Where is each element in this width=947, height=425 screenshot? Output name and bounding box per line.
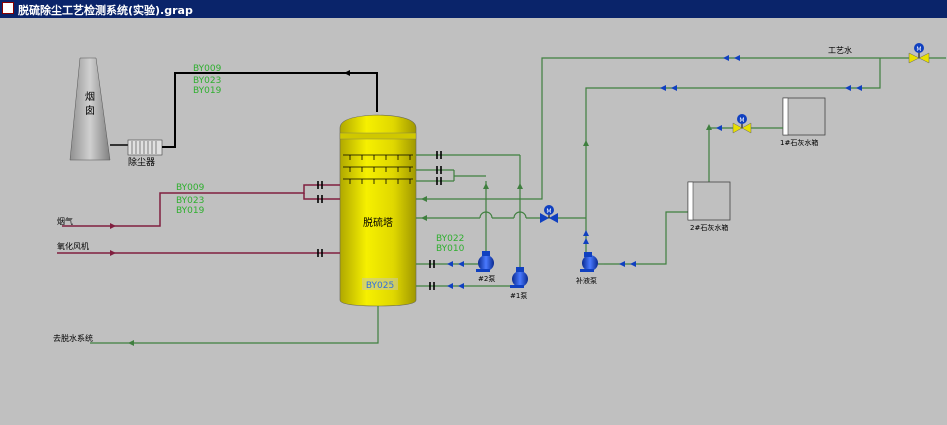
pump-2[interactable]: #2泵 xyxy=(416,251,495,283)
oxidation-fan-line xyxy=(57,250,340,256)
makeup-pump-label: 补液泵 xyxy=(576,276,597,285)
app-icon xyxy=(2,2,14,14)
motor-label-tank1: M xyxy=(739,117,744,124)
chimney-label: 烟囱 xyxy=(85,90,95,117)
process-diagram: 烟囱 除尘器 BY009 BY023 BY019 xyxy=(0,18,947,421)
flow-arrow-tank1 xyxy=(706,124,712,130)
dust-collector: 除尘器 xyxy=(110,139,163,168)
tag-inlet-0: BY009 xyxy=(176,183,205,193)
title-bar[interactable]: 脱硫除尘工艺检测系统(实验).grap xyxy=(0,0,947,18)
tag-inlet-2: BY019 xyxy=(176,206,205,216)
valve-inlet-2[interactable] xyxy=(317,195,323,203)
pump-1-label: #1泵 xyxy=(510,292,527,300)
drain-line xyxy=(90,306,379,346)
flue-pipe-top xyxy=(162,70,378,148)
valve-inlet-1[interactable] xyxy=(317,181,323,189)
tag-top-0: BY009 xyxy=(193,64,222,74)
flow-arrow-up-water xyxy=(583,140,589,146)
tag-pump-0: BY022 xyxy=(436,234,464,244)
flow-arrow-tank2 xyxy=(630,261,636,267)
flow-arrow-up-2 xyxy=(517,183,523,189)
flow-arrow-water-in xyxy=(421,196,427,202)
valve-oxidation[interactable] xyxy=(317,249,323,257)
desulfurization-tower: 脱硫塔 BY025 xyxy=(339,114,417,307)
tag-bottom: BY025 xyxy=(366,281,394,291)
spray-header-pipes xyxy=(416,154,521,272)
flue-gas-label: 烟气 xyxy=(57,216,73,226)
tag-pump-1: BY010 xyxy=(436,244,465,254)
motor-valve-top[interactable]: M xyxy=(908,43,930,64)
flow-arrow-left-mid-4 xyxy=(856,85,862,91)
flow-arrow-up-1 xyxy=(483,183,489,189)
flow-arrow-left-mid xyxy=(660,85,666,91)
tag-inlet-1: BY023 xyxy=(176,196,204,206)
oxidation-fan-label: 氧化风机 xyxy=(57,241,89,251)
lime-tank-2-label: 2#石灰水箱 xyxy=(690,223,728,232)
motor-label-mid: M xyxy=(546,208,551,215)
valve-pump-2[interactable] xyxy=(429,260,435,268)
flow-arrow-left-top-2 xyxy=(734,55,740,61)
motor-valve-mid[interactable]: M xyxy=(540,205,558,223)
lime-tank-1-label: 1#石灰水箱 xyxy=(780,138,818,147)
flow-arrow-left-top xyxy=(723,55,729,61)
process-water-label: 工艺水 xyxy=(828,45,852,55)
pump-2-label: #2泵 xyxy=(478,275,495,283)
process-water-line xyxy=(416,57,946,219)
chimney: 烟囱 xyxy=(69,57,111,161)
valve-spray-2[interactable] xyxy=(436,166,442,174)
valve-pump-1[interactable] xyxy=(429,282,435,290)
motor-label-top: M xyxy=(916,46,921,53)
flue-gas-inlet xyxy=(62,184,340,229)
dust-collector-label: 除尘器 xyxy=(128,156,155,168)
to-dewatering-label: 去脱水系统 xyxy=(53,333,93,343)
valve-spray-3[interactable] xyxy=(436,177,442,185)
flow-arrow-left-mid-3 xyxy=(845,85,851,91)
motor-valve-tank1[interactable]: M xyxy=(732,114,752,134)
flow-arrow-tank1-l xyxy=(716,125,722,131)
flow-arrow-left-mid-2 xyxy=(671,85,677,91)
valve-spray-1[interactable] xyxy=(436,151,442,159)
lime-tank-2: 2#石灰水箱 xyxy=(687,181,731,232)
lime-tank-1: 1#石灰水箱 xyxy=(780,97,826,147)
flow-arrow-water-in-2 xyxy=(421,215,427,221)
tower-label: 脱硫塔 xyxy=(363,216,393,229)
flow-arrow-tank2-b xyxy=(619,261,625,267)
tag-top-2: BY019 xyxy=(193,86,222,96)
window-title: 脱硫除尘工艺检测系统(实验).grap xyxy=(18,4,193,17)
makeup-pump[interactable]: 补液泵 xyxy=(576,218,604,285)
pump-1[interactable]: #1泵 xyxy=(416,267,528,300)
tag-top-1: BY023 xyxy=(193,76,221,86)
